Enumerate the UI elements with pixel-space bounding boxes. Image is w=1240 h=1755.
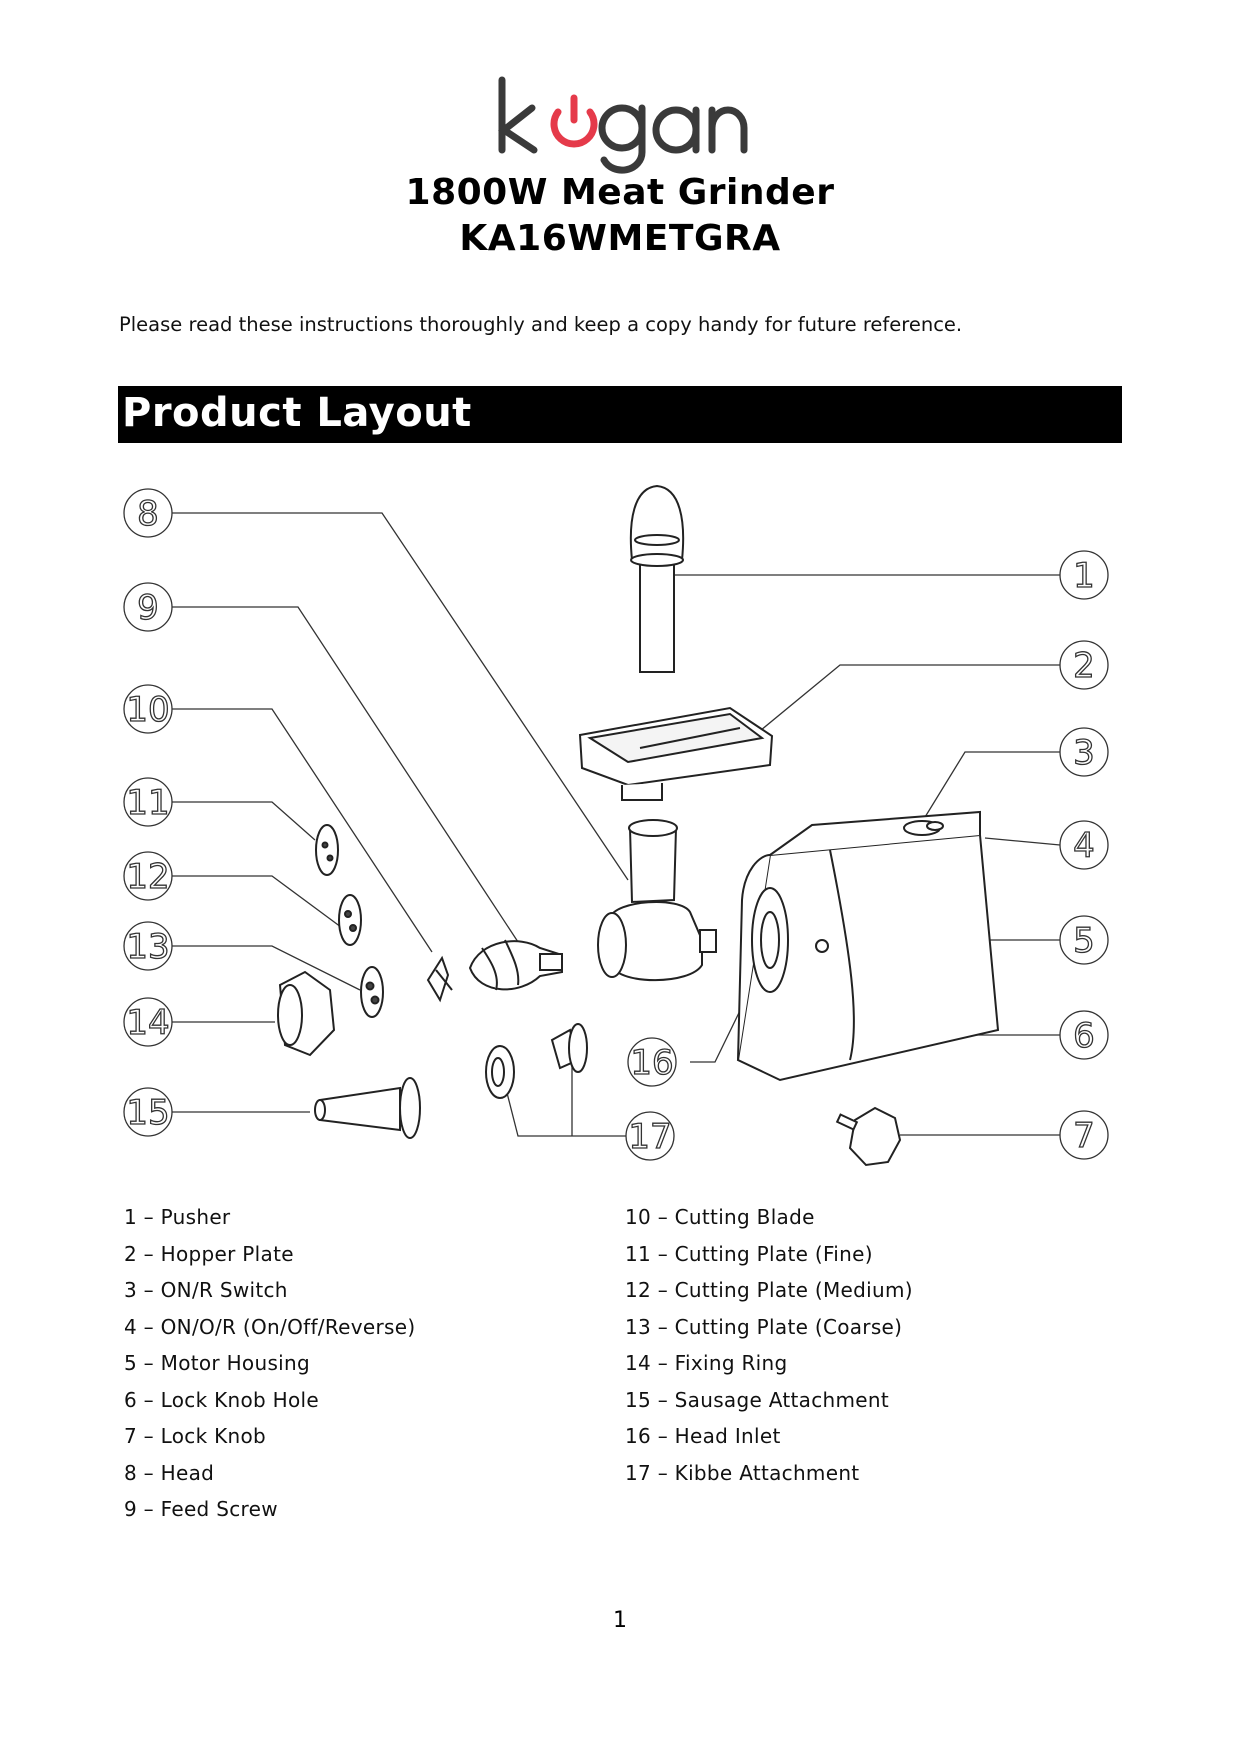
callout-13: 13 bbox=[126, 927, 169, 967]
section-header: Product Layout bbox=[118, 386, 1122, 443]
kibbe-attachment-part bbox=[485, 1023, 588, 1099]
callout-5: 5 bbox=[1073, 921, 1095, 961]
list-item: 1 – Pusher bbox=[124, 1205, 231, 1229]
callout-6: 6 bbox=[1073, 1016, 1095, 1056]
list-item: 17 – Kibbe Attachment bbox=[625, 1460, 860, 1485]
callout-7: 7 bbox=[1073, 1116, 1095, 1156]
pusher-part bbox=[629, 484, 685, 673]
product-layout-diagram: 8 9 10 11 12 13 14 15 1 2 3 4 5 6 7 16 1… bbox=[123, 484, 1109, 1167]
callout-16: 16 bbox=[630, 1043, 673, 1083]
motor-housing-part bbox=[736, 810, 1000, 1082]
callout-4: 4 bbox=[1073, 826, 1095, 866]
callout-8: 8 bbox=[137, 494, 159, 534]
product-model: KA16WMETGRA bbox=[459, 218, 781, 259]
callout-3: 3 bbox=[1073, 733, 1095, 773]
list-item: 14 – Fixing Ring bbox=[625, 1351, 788, 1375]
cutting-plate-fine-part bbox=[315, 824, 339, 876]
callout-15: 15 bbox=[126, 1093, 169, 1133]
cutting-blade-part bbox=[426, 955, 453, 1003]
list-item: 8 – Head bbox=[124, 1460, 215, 1485]
list-item: 5 – Motor Housing bbox=[124, 1351, 310, 1375]
list-item: 10 – Cutting Blade bbox=[625, 1205, 815, 1229]
callout-1: 1 bbox=[1073, 556, 1095, 596]
callout-11: 11 bbox=[126, 783, 169, 823]
parts-list-right: 10 – Cutting Blade 11 – Cutting Plate (F… bbox=[625, 1205, 913, 1497]
callout-12: 12 bbox=[126, 857, 169, 897]
callout-10: 10 bbox=[126, 690, 169, 730]
callout-2: 2 bbox=[1073, 646, 1095, 686]
list-item: 15 – Sausage Attachment bbox=[625, 1387, 889, 1412]
parts-list-left: 1 – Pusher 2 – Hopper Plate 3 – ON/R Swi… bbox=[124, 1205, 415, 1534]
kogan-logo bbox=[0, 70, 1240, 179]
list-item: 4 – ON/O/R (On/Off/Reverse) bbox=[124, 1314, 416, 1339]
list-item: 9 – Feed Screw bbox=[124, 1497, 278, 1521]
sausage-attachment-part bbox=[314, 1077, 421, 1139]
head-part bbox=[597, 819, 717, 982]
list-item: 13 – Cutting Plate (Coarse) bbox=[625, 1314, 903, 1339]
list-item: 6 – Lock Knob Hole bbox=[124, 1387, 320, 1412]
cutting-plate-coarse-part bbox=[360, 966, 384, 1018]
list-item: 11 – Cutting Plate (Fine) bbox=[625, 1241, 873, 1266]
callout-14: 14 bbox=[126, 1003, 169, 1043]
list-item: 16 – Head Inlet bbox=[625, 1424, 781, 1448]
callout-9: 9 bbox=[137, 588, 159, 628]
callout-17: 17 bbox=[628, 1117, 671, 1157]
section-heading: Product Layout bbox=[122, 390, 472, 436]
fixing-ring-part bbox=[277, 970, 336, 1057]
lock-knob-part bbox=[835, 1106, 902, 1167]
feed-screw-part bbox=[468, 939, 563, 991]
hopper-plate-part bbox=[578, 706, 774, 801]
page-number: 1 bbox=[613, 1608, 627, 1633]
list-item: 3 – ON/R Switch bbox=[124, 1278, 288, 1302]
list-item: 12 – Cutting Plate (Medium) bbox=[625, 1278, 913, 1302]
cutting-plate-medium-part bbox=[338, 894, 362, 946]
list-item: 2 – Hopper Plate bbox=[124, 1241, 294, 1266]
product-title: 1800W Meat Grinder bbox=[405, 172, 835, 213]
intro-text: Please read these instructions thoroughl… bbox=[119, 313, 963, 336]
list-item: 7 – Lock Knob bbox=[124, 1424, 267, 1448]
